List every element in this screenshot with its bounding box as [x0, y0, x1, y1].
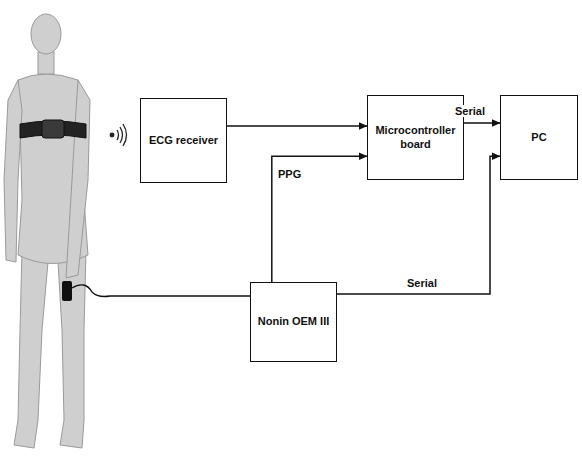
oximeter-box: Nonin OEM III — [250, 282, 337, 362]
signal-name: Serial — [405, 277, 439, 289]
box-label: Microcontroller board — [374, 124, 457, 152]
box-label: ECG receiver — [149, 134, 218, 148]
sensor-cable — [72, 285, 250, 297]
microcontroller-box: Microcontroller board — [367, 95, 464, 180]
receiver-box: ECG receiver — [140, 98, 227, 183]
signal-arrow — [272, 156, 367, 282]
signal-name: Serial — [453, 105, 487, 117]
finger-sensor — [62, 281, 72, 301]
signal-name: PPG — [276, 168, 303, 180]
signal-arrow — [464, 122, 500, 124]
signal-arrow — [227, 125, 367, 127]
box-label: PC — [531, 131, 546, 145]
chest-strap — [20, 120, 86, 138]
box-label: Nonin OEM III — [258, 315, 330, 329]
seated-mannequin — [4, 14, 90, 448]
wireless-symbol — [110, 124, 126, 146]
pc-box: PC — [500, 95, 578, 180]
